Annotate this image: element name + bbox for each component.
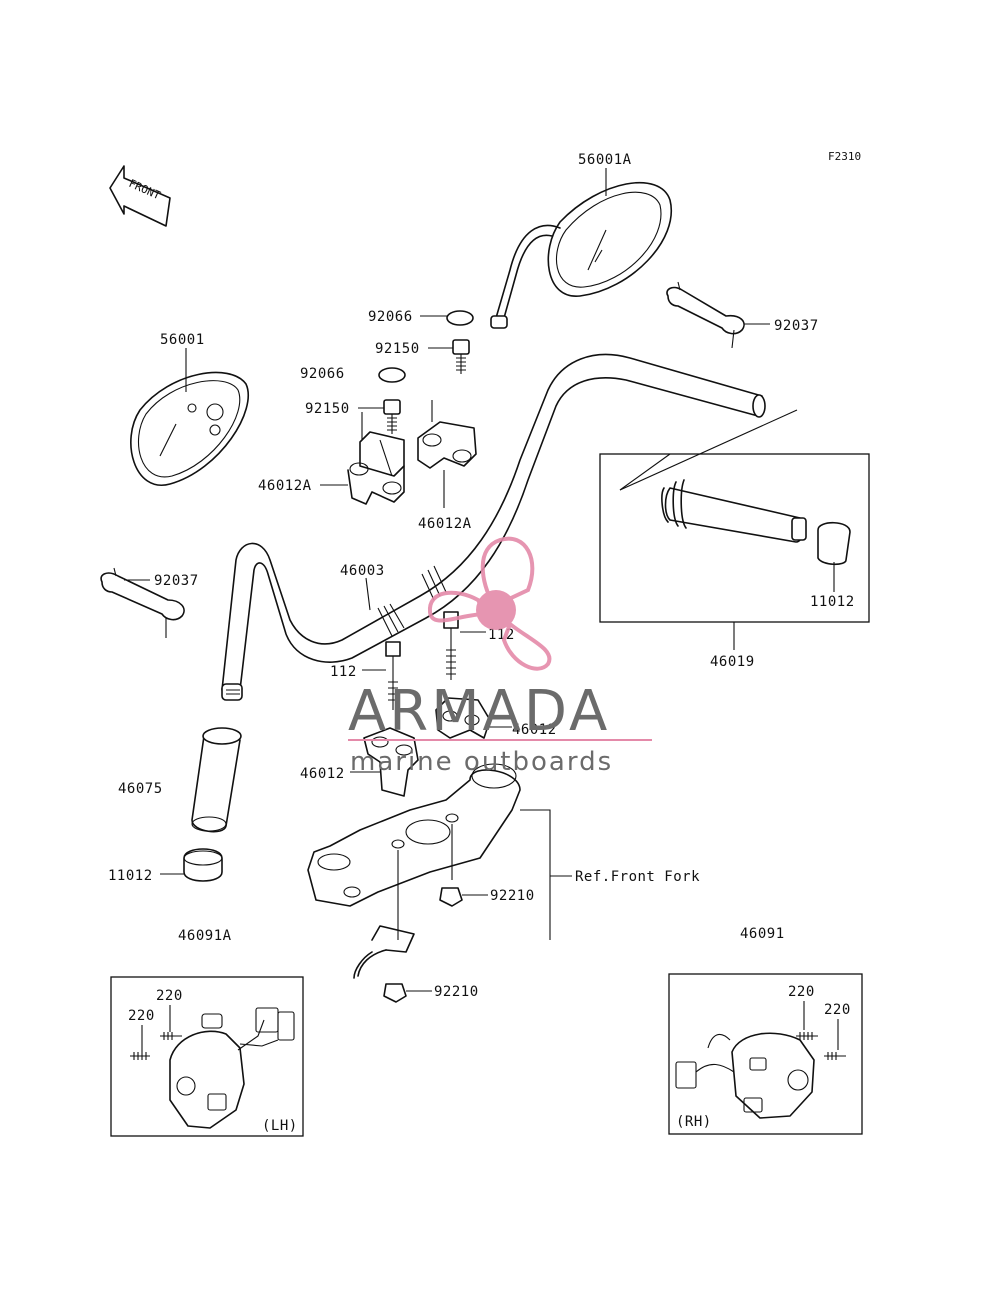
callout-46003: 46003 bbox=[340, 563, 385, 579]
callout-220-rh-lower: 220 bbox=[824, 1002, 851, 1018]
callout-56001A: 56001A bbox=[578, 152, 632, 168]
callout-11012-right: 11012 bbox=[810, 594, 855, 610]
left-switch-box bbox=[110, 976, 304, 1137]
holder-46012A-right bbox=[417, 400, 477, 508]
callout-ref-front-fork: Ref.Front Fork bbox=[575, 869, 700, 885]
callout-46091: 46091 bbox=[740, 926, 785, 942]
callout-112-left: 112 bbox=[330, 664, 357, 680]
callout-220-lh-upper: 220 bbox=[156, 988, 183, 1004]
callout-46091A: 46091A bbox=[178, 928, 232, 944]
grip-46075 bbox=[191, 727, 242, 833]
mirror-left bbox=[130, 371, 249, 487]
label-lh: (LH) bbox=[262, 1118, 298, 1134]
callout-92210-lower: 92210 bbox=[434, 984, 479, 1000]
watermark-title: ARMADA bbox=[348, 679, 610, 744]
armada-watermark: ARMADA marine outboards bbox=[348, 536, 652, 777]
throttle-grip-46019 bbox=[661, 479, 851, 566]
watermark-subtitle: marine outboards bbox=[350, 747, 613, 777]
callout-46012A-left: 46012A bbox=[258, 478, 312, 494]
callout-11012-left: 11012 bbox=[108, 868, 153, 884]
wire-clamp bbox=[353, 925, 415, 979]
holder-46012-left bbox=[363, 727, 419, 797]
label-rh: (RH) bbox=[676, 1114, 712, 1130]
front-arrow-icon: FRONT bbox=[109, 165, 171, 227]
handlebar-46003 bbox=[221, 353, 766, 701]
front-label: FRONT bbox=[127, 177, 163, 202]
callout-92066-lower: 92066 bbox=[300, 366, 345, 382]
callout-92037-left: 92037 bbox=[154, 573, 199, 589]
callout-46012-left: 46012 bbox=[300, 766, 345, 782]
cap-11012-left bbox=[183, 848, 223, 882]
holder-46012A-left bbox=[347, 412, 405, 505]
nut-92210-lower bbox=[383, 983, 407, 1003]
callout-92037-right: 92037 bbox=[774, 318, 819, 334]
callout-46012A-right: 46012A bbox=[418, 516, 472, 532]
bolt-112-left bbox=[385, 641, 401, 710]
bolt-112-right bbox=[443, 611, 459, 680]
nut-92210-upper bbox=[439, 887, 463, 907]
callout-92066-upper: 92066 bbox=[368, 309, 413, 325]
figure-code: F2310 bbox=[828, 150, 861, 163]
right-switch-box bbox=[668, 973, 863, 1135]
propeller-logo-icon bbox=[427, 536, 552, 671]
callout-220-lh-lower: 220 bbox=[128, 1008, 155, 1024]
switch-housing-left bbox=[130, 1007, 295, 1129]
callout-46019: 46019 bbox=[710, 654, 755, 670]
mirror-right bbox=[490, 181, 673, 329]
holder-46012-right bbox=[435, 697, 491, 739]
weight-92037-left bbox=[100, 567, 185, 638]
callout-46075: 46075 bbox=[118, 781, 163, 797]
washer-lower bbox=[378, 367, 406, 383]
callout-92150-upper: 92150 bbox=[375, 341, 420, 357]
callout-46012-right: 46012 bbox=[512, 722, 557, 738]
weight-92037-right bbox=[666, 281, 745, 349]
switch-housing-right bbox=[675, 1032, 846, 1119]
callout-220-rh-upper: 220 bbox=[788, 984, 815, 1000]
washer-upper bbox=[446, 310, 474, 326]
bolt-92150-lower bbox=[383, 399, 401, 434]
callout-56001: 56001 bbox=[160, 332, 205, 348]
bolt-92150-upper bbox=[452, 339, 470, 374]
callout-92210-upper: 92210 bbox=[490, 888, 535, 904]
fork-upper-bracket bbox=[307, 763, 521, 940]
callout-92150-lower: 92150 bbox=[305, 401, 350, 417]
